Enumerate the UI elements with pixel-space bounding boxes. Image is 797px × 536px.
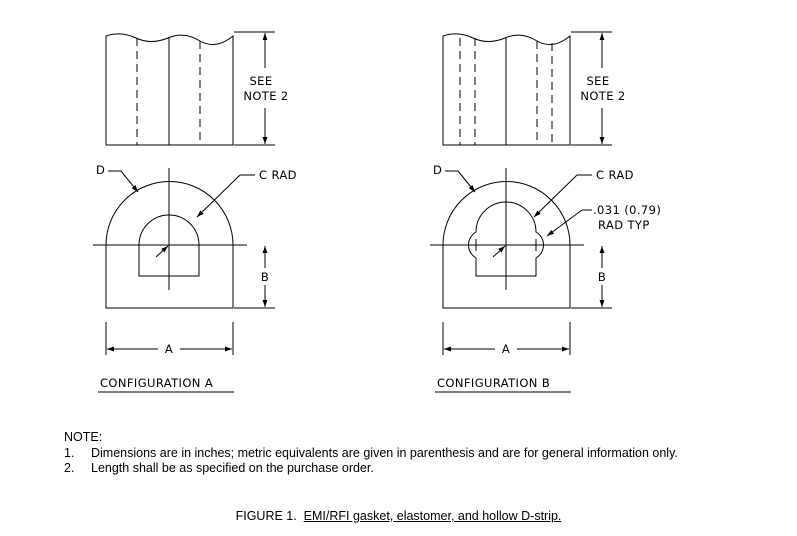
config-b-b-dimension (571, 246, 612, 309)
config-a-label-d: D (96, 163, 105, 177)
config-b-label-b: B (598, 270, 606, 284)
config-a-label-a: A (165, 342, 173, 356)
config-b-label-c-rad: C RAD (596, 168, 634, 182)
note-item-1-number: 1. (64, 445, 75, 460)
note-item-1-text: Dimensions are in inches; metric equival… (91, 445, 678, 460)
config-b-section-view (430, 168, 584, 309)
config-b-label-rad-value: .031 (0.79) (593, 203, 661, 217)
config-b-see-note-line2: NOTE 2 (580, 89, 625, 103)
note-item-2-text: Length shall be as specified on the purc… (91, 461, 374, 475)
config-b-label-a: A (502, 342, 510, 356)
config-b-a-dimension (442, 322, 571, 355)
config-a-section-view (93, 168, 247, 309)
config-a-label-c-rad: C RAD (259, 168, 297, 182)
config-b-see-note-line1: SEE (586, 74, 609, 88)
note-item-1: 1. Dimensions are in inches; metric equiv… (64, 446, 678, 462)
configuration-a-drawing (93, 31, 275, 393)
config-b-caption: CONFIGURATION B (437, 376, 550, 390)
configuration-a-labels: SEE NOTE 2 D C RAD B A CONFIGURATION A (96, 74, 297, 390)
config-a-a-dimension (105, 322, 234, 355)
figure-number: FIGURE 1. (235, 509, 297, 523)
config-b-label-rad-typ: RAD TYP (598, 218, 650, 232)
config-a-side-view (105, 33, 234, 146)
note-item-2: 2. Length shall be as specified on the pu… (64, 461, 678, 477)
config-b-length-dimension (571, 31, 612, 146)
config-a-see-note-line2: NOTE 2 (243, 89, 288, 103)
config-a-see-note-line1: SEE (249, 74, 272, 88)
configuration-b-labels: SEE NOTE 2 D C RAD .031 (0.79) RAD TYP B… (433, 74, 661, 390)
config-b-side-view (442, 33, 571, 146)
notes-heading: NOTE: (64, 430, 103, 444)
configuration-b-drawing (430, 31, 612, 393)
config-a-label-b: B (261, 270, 269, 284)
config-a-caption: CONFIGURATION A (100, 376, 213, 390)
config-a-length-dimension (234, 31, 275, 146)
figure-title: EMI/RFI gasket, elastomer, and hollow D-… (303, 509, 562, 523)
figure-caption: FIGURE 1. EMI/RFI gasket, elastomer, and… (0, 509, 797, 523)
notes-block: NOTE: 1. Dimensions are in inches; metric… (64, 430, 678, 477)
config-b-label-d: D (433, 163, 442, 177)
note-item-2-number: 2. (64, 461, 75, 475)
config-a-b-dimension (234, 246, 275, 309)
